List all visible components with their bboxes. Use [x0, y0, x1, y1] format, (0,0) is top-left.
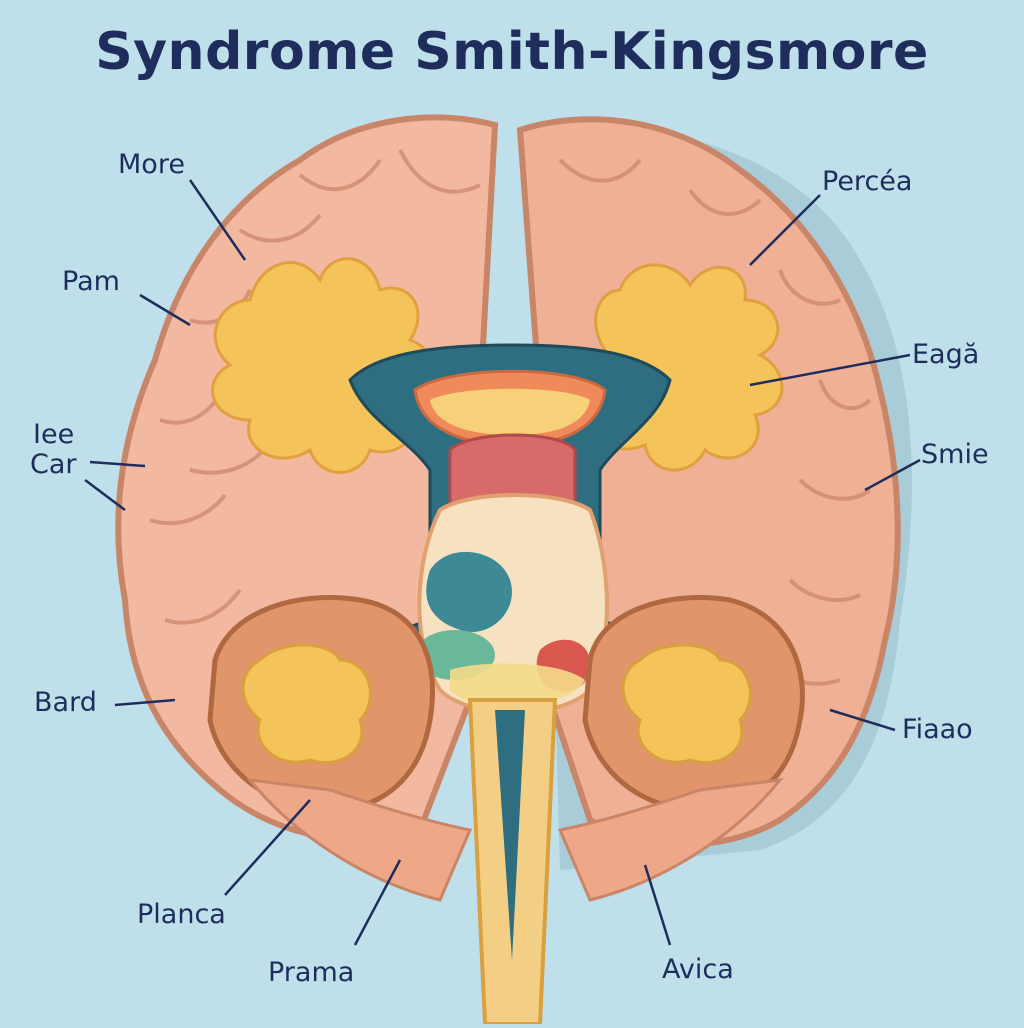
left-cerebellum-core [241, 643, 372, 765]
thalamus-band [430, 388, 590, 435]
label-eaga: Eagă [912, 339, 980, 370]
page-title: Syndrome Smith-Kingsmore [95, 22, 929, 82]
central-yellow-region [450, 663, 585, 707]
central-canal [495, 710, 525, 960]
label-fiaao: Fiaao [902, 714, 973, 745]
label-pam: Pam [62, 266, 120, 297]
label-prama: Prama [268, 957, 355, 988]
leader-lines [84, 179, 921, 946]
left-gyri [149, 149, 481, 625]
label-iee: Iee [33, 419, 75, 450]
label-more: More [118, 149, 185, 180]
label-avica: Avica [662, 954, 734, 985]
label-bard: Bard [34, 687, 97, 718]
right-cerebellum-core [621, 643, 752, 765]
left-folia [246, 778, 473, 902]
label-percea: Percéa [822, 166, 913, 197]
central-teal-region [426, 551, 512, 632]
label-smie: Smie [921, 439, 989, 470]
label-planca: Planca [137, 899, 226, 930]
label-car: Car [30, 449, 77, 480]
right-folia [557, 778, 784, 902]
